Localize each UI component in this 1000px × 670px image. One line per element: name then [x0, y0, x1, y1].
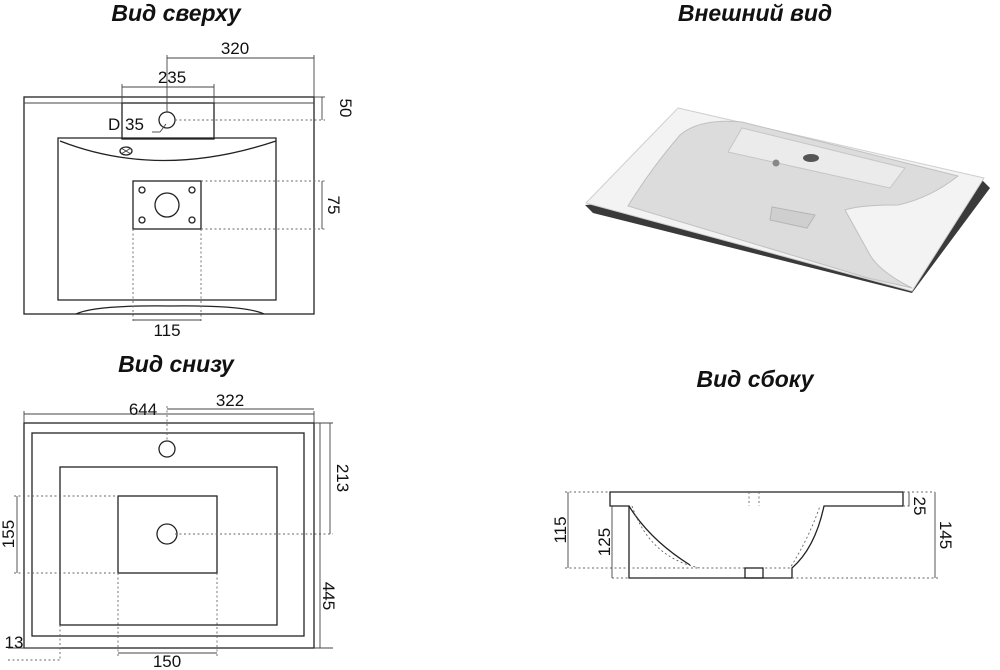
side-inner-curve	[628, 505, 691, 566]
title-top-view: Вид сверху	[111, 0, 241, 26]
side-view-outline	[609, 491, 904, 579]
bottom-tap-hole	[158, 440, 176, 458]
dim-155: 155	[0, 520, 18, 548]
bottom-view-outline	[23, 422, 315, 649]
dim-75: 75	[324, 196, 343, 215]
drain-hole	[154, 192, 180, 218]
side-drain	[744, 567, 764, 579]
dim-445: 445	[319, 582, 338, 610]
dim-115-top: 115	[153, 321, 180, 340]
dim-320: 320	[221, 39, 249, 58]
basin-3d-illustration	[585, 107, 990, 293]
front-lip	[75, 305, 265, 315]
top-view-drawing	[23, 55, 325, 323]
dim-235: 235	[158, 68, 186, 87]
dim-13: 13	[5, 633, 24, 652]
dim-50: 50	[336, 99, 355, 118]
bottom-view-drawing	[8, 406, 333, 661]
bottom-drain-hole	[156, 523, 178, 545]
basin-tap-hole	[803, 154, 819, 162]
title-side-view: Вид сбоку	[696, 366, 814, 392]
tap-deck	[121, 102, 215, 140]
dim-115-side: 115	[551, 516, 570, 543]
dim-d35: D 35	[108, 115, 144, 134]
dim-125: 125	[595, 528, 614, 556]
dim-213: 213	[333, 464, 352, 492]
overflow-icon	[119, 146, 133, 156]
drain-plate	[132, 180, 202, 230]
dim-150: 150	[153, 652, 181, 670]
top-view-outline	[23, 96, 315, 315]
basin-drain	[769, 206, 816, 229]
title-bottom-view: Вид снизу	[118, 351, 235, 377]
tap-hole	[158, 111, 176, 129]
basin-overflow	[772, 159, 780, 167]
bowl-curve	[59, 140, 277, 162]
dim-145: 145	[936, 521, 955, 549]
bottom-bowl	[59, 466, 278, 626]
bottom-drain-plate	[117, 495, 218, 574]
bottom-rim	[31, 432, 305, 637]
bowl-outline	[57, 137, 277, 301]
title-exterior-view: Внешний вид	[678, 0, 832, 26]
dim-25: 25	[910, 497, 929, 516]
dim-322: 322	[216, 391, 244, 410]
dim-644: 644	[129, 400, 157, 419]
side-view-drawing	[565, 491, 938, 579]
